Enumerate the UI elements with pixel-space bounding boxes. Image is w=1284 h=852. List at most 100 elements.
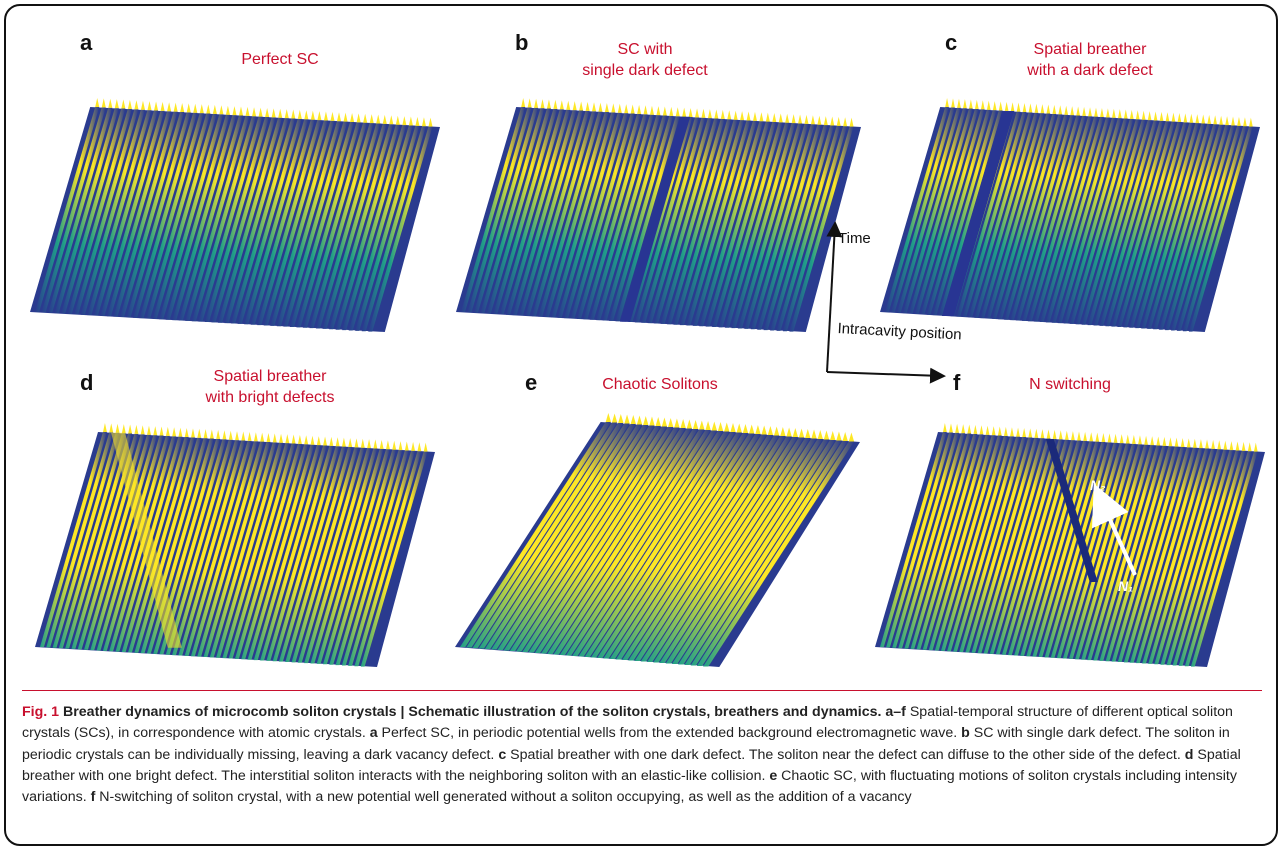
soliton-peak: [842, 432, 848, 441]
soliton-stripe: [204, 117, 270, 322]
soliton-peak: [1189, 113, 1194, 123]
soliton-peak: [1153, 111, 1158, 121]
soliton-stripe: [1188, 126, 1253, 332]
soliton-stripe: [67, 108, 132, 314]
soliton-peak: [772, 113, 777, 122]
soliton-peak: [1225, 116, 1229, 126]
soliton-stripe: [692, 120, 757, 326]
soliton-stripe: [992, 113, 1057, 319]
soliton-stripe: [503, 425, 655, 651]
soliton-stripe: [1165, 125, 1229, 331]
soliton-stripe: [315, 123, 381, 329]
soliton-peak: [951, 98, 955, 108]
soliton-peak: [611, 413, 618, 423]
soliton-stripe: [309, 123, 374, 329]
soliton-stripe: [634, 436, 786, 661]
panel-title-b: SC with single dark defect: [582, 41, 708, 79]
soliton-peak: [714, 109, 719, 119]
time-axis-label: Time: [838, 230, 871, 247]
soliton-peak: [225, 105, 230, 115]
soliton-peak: [1046, 104, 1051, 114]
soliton-stripe: [172, 440, 239, 656]
soliton-peak: [1183, 113, 1188, 123]
soliton-peak: [656, 106, 661, 116]
soliton-stripe: [896, 107, 961, 313]
soliton-stripe: [341, 450, 409, 666]
caption-text-d: Spatial breather with one bright defect.…: [22, 746, 1241, 784]
soliton-stripe: [203, 442, 271, 657]
soliton-peak: [103, 423, 107, 432]
soliton-peak: [611, 103, 616, 113]
soliton-stripe: [597, 433, 749, 658]
soliton-stripe: [1136, 448, 1203, 664]
soliton-stripe: [628, 435, 780, 661]
soliton-stripe: [684, 440, 836, 665]
soliton-peak: [385, 440, 390, 450]
soliton-peak: [823, 116, 828, 126]
soliton-stripe: [553, 429, 705, 655]
soliton-stripe: [953, 436, 1020, 652]
soliton-peak: [1150, 436, 1155, 446]
soliton-stripe: [244, 119, 309, 325]
soliton-stripe: [673, 119, 738, 325]
soliton-peak: [1028, 428, 1033, 438]
soliton-peak: [759, 112, 764, 122]
soliton-peak: [1241, 441, 1246, 451]
soliton-peak: [688, 108, 693, 117]
soliton-stripe: [583, 114, 648, 320]
soliton-peak: [1165, 112, 1170, 122]
soliton-stripe: [902, 108, 967, 314]
soliton-stripe: [354, 451, 422, 667]
soliton-stripe: [615, 434, 767, 660]
soliton-peak: [428, 117, 433, 127]
soliton-peak: [1052, 104, 1057, 114]
soliton-stripe: [724, 122, 790, 328]
soliton-peak: [1186, 438, 1191, 448]
soliton-stripe: [956, 111, 1021, 317]
soliton-stripe: [885, 107, 949, 312]
soliton-stripe: [938, 110, 1003, 316]
caption-divider: [22, 690, 1262, 691]
soliton-peak: [1207, 114, 1212, 124]
soliton-peak: [674, 418, 680, 428]
soliton-peak: [740, 111, 745, 121]
soliton-stripe: [297, 447, 365, 663]
soliton-peak: [203, 429, 208, 439]
soliton-stripe: [228, 443, 296, 659]
soliton-peak: [258, 107, 263, 117]
soliton-peak: [630, 415, 636, 424]
soliton-stripe: [1176, 125, 1241, 331]
soliton-stripe: [146, 113, 211, 319]
soliton-stripe: [547, 429, 699, 654]
soliton-peak: [767, 426, 774, 435]
soliton-stripe: [467, 107, 532, 313]
soliton-stripe: [1160, 449, 1228, 665]
soliton-peak: [235, 431, 239, 441]
caption-range: a–f: [885, 704, 906, 720]
soliton-peak: [343, 112, 348, 122]
soliton-peak: [955, 423, 959, 433]
soliton-stripe: [910, 433, 978, 649]
soliton-stripe: [276, 121, 342, 327]
soliton-peak: [1237, 116, 1241, 126]
soliton-stripe: [1123, 447, 1191, 663]
panel-letter-c: c: [945, 30, 958, 55]
soliton-peak: [817, 430, 823, 439]
soliton-peak: [717, 422, 724, 431]
soliton-stripe: [1001, 439, 1069, 655]
soliton-stripe: [65, 433, 133, 649]
soliton-stripe: [789, 126, 854, 332]
soliton-peak: [668, 418, 674, 427]
soliton-peak: [367, 439, 372, 449]
soliton-stripe: [234, 443, 302, 659]
soliton-peak: [1180, 438, 1185, 447]
soliton-peak: [830, 431, 836, 440]
soliton-stripe: [541, 428, 693, 654]
soliton-peak: [736, 423, 742, 433]
soliton-stripe: [531, 111, 597, 317]
soliton-peak: [209, 429, 214, 439]
soliton-peak: [1004, 101, 1009, 111]
soliton-stripe: [1148, 448, 1216, 664]
soliton-stripe: [551, 112, 616, 318]
soliton-peak: [585, 101, 590, 111]
